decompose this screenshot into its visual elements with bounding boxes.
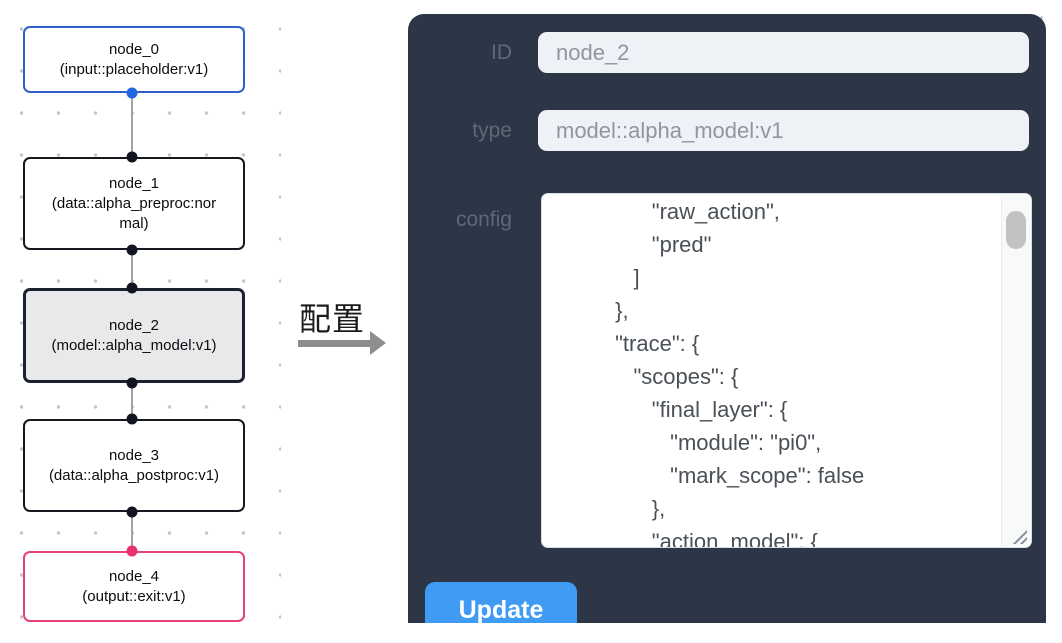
port-handle-node1-in[interactable] xyxy=(126,151,138,163)
port-handle-node1-out[interactable] xyxy=(126,244,138,256)
node-title: node_2 xyxy=(108,316,160,334)
update-button[interactable]: Update xyxy=(425,582,577,623)
scrollbar-track[interactable] xyxy=(1001,195,1030,546)
node-title: node_1 xyxy=(108,174,160,192)
port-handle-node3-out[interactable] xyxy=(126,506,138,518)
flow-node-node_1[interactable]: node_1 (data::alpha_preproc:normal) xyxy=(23,157,245,250)
node-title: node_4 xyxy=(108,567,160,585)
right-arrow-icon xyxy=(370,331,386,355)
config-panel-region: ID type config "raw_action", "pred" ] },… xyxy=(396,0,1062,623)
node-subtitle: (data::alpha_preproc:normal) xyxy=(51,194,217,232)
flow-node-node_3[interactable]: node_3 (data::alpha_postproc:v1) xyxy=(23,419,245,512)
node-subtitle: (data::alpha_postproc:v1) xyxy=(48,466,220,484)
flow-canvas: node_0 (input::placeholder:v1) node_1 (d… xyxy=(0,0,281,643)
id-field-label: ID xyxy=(491,41,512,64)
annotation-config-label: 配置 xyxy=(298,301,365,337)
flow-node-node_4[interactable]: node_4 (output::exit:v1) xyxy=(23,551,245,622)
node-subtitle: (model::alpha_model:v1) xyxy=(51,336,217,354)
port-handle-node2-in[interactable] xyxy=(126,282,138,294)
node-subtitle: (output::exit:v1) xyxy=(82,587,186,605)
node-subtitle: (input::placeholder:v1) xyxy=(59,60,209,78)
port-handle-node4-in[interactable] xyxy=(126,545,138,557)
port-handle-node3-in[interactable] xyxy=(126,413,138,425)
port-handle-node2-out[interactable] xyxy=(126,377,138,389)
scrollbar-thumb[interactable] xyxy=(1006,211,1026,249)
config-json-text: "raw_action", "pred" ] }, "trace": { "sc… xyxy=(615,199,865,547)
type-input[interactable] xyxy=(538,110,1029,151)
right-arrow-shaft xyxy=(298,340,372,347)
port-handle-node0-out[interactable] xyxy=(126,87,138,99)
node-title: node_0 xyxy=(108,40,160,58)
config-field-label: config xyxy=(455,208,512,231)
edge-node1-node2 xyxy=(131,250,133,288)
node-title: node_3 xyxy=(108,446,160,464)
type-field-label: type xyxy=(472,119,512,142)
id-input[interactable] xyxy=(538,32,1029,73)
flow-node-node_0[interactable]: node_0 (input::placeholder:v1) xyxy=(23,26,245,93)
node-config-panel: ID type config "raw_action", "pred" ] },… xyxy=(408,14,1046,623)
config-textarea[interactable]: "raw_action", "pred" ] }, "trace": { "sc… xyxy=(541,193,1032,548)
edge-node0-node1 xyxy=(131,93,133,157)
edge-node3-node4 xyxy=(131,512,133,551)
flow-node-node_2-selected[interactable]: node_2 (model::alpha_model:v1) xyxy=(23,288,245,383)
edge-node2-node3 xyxy=(131,383,133,419)
